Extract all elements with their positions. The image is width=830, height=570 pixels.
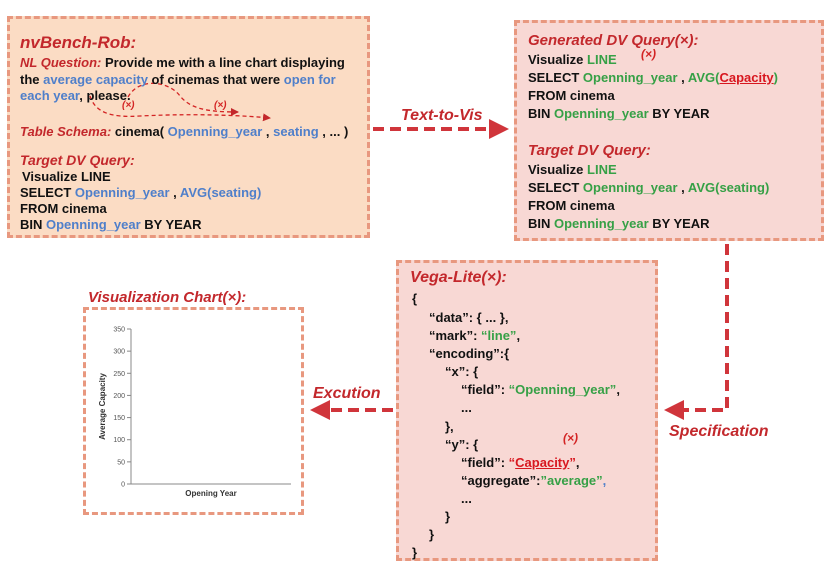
target-line-3: FROM cinema <box>528 198 615 213</box>
chart-title: Visualization Chart(×): <box>88 289 247 306</box>
y-tick-label: 150 <box>113 415 125 422</box>
y-tick-label: 250 <box>113 371 125 378</box>
vega-line-6: “field”: “Openning_year”, <box>461 382 620 397</box>
vega-error-mark: (×) <box>563 431 578 445</box>
y-tick-label: 350 <box>113 327 125 334</box>
gen-line-3: FROM cinema <box>528 88 615 103</box>
target-line-4: BIN Openning_year BY YEAR <box>528 216 710 231</box>
specification-arrow <box>664 244 729 420</box>
left-target-q3: FROM cinema <box>20 201 107 216</box>
gen-line-4: BIN Openning_year BY YEAR <box>528 106 710 121</box>
left-target-q4: BIN Openning_year BY YEAR <box>20 217 202 232</box>
specification-label: Specification <box>669 423 769 440</box>
vega-lite-box <box>396 260 658 561</box>
x-axis-label: Opening Year <box>185 489 236 498</box>
y-tick-label: 0 <box>121 482 125 489</box>
vega-line-9: “y”: { <box>445 437 479 452</box>
right-target-title: Target DV Query: <box>528 142 651 159</box>
vega-line-13: } <box>445 509 451 524</box>
left-target-q1: Visualize LINE <box>22 169 111 184</box>
target-line-1: Visualize LINE <box>528 162 617 177</box>
target-line-2: SELECT Openning_year , AVG(seating) <box>528 180 770 195</box>
vega-line-5: “x”: { <box>445 364 479 379</box>
vega-lite-title: Vega-Lite(×): <box>410 269 507 286</box>
nl-question-line-1: NL Question: Provide me with a line char… <box>20 55 345 70</box>
vega-line-3: “mark”: “line”, <box>429 328 521 343</box>
left-target-q2: SELECT Openning_year , AVG(seating) <box>20 185 262 200</box>
nl-question-line-2: the average capacity of cinemas that wer… <box>20 72 336 87</box>
gen-line-2: SELECT Openning_year , AVG(Capacity) <box>528 70 778 85</box>
excution-label: Excution <box>313 385 381 402</box>
error-mark-1: (×) <box>122 100 135 111</box>
error-mark-2: (×) <box>214 100 227 111</box>
vega-line-2: “data”: { ... }, <box>429 310 509 325</box>
gen-line-1: Visualize LINE <box>528 52 617 67</box>
table-schema-line: Table Schema: cinema( Openning_year , se… <box>20 124 349 139</box>
chart-box <box>83 307 304 515</box>
left-target-title: Target DV Query: <box>20 152 135 168</box>
vega-line-1: { <box>412 291 418 306</box>
nl-question-line-3: each year, please. <box>20 88 131 103</box>
vega-line-10: “field”: “Capacity”, <box>461 455 580 470</box>
y-tick-label: 50 <box>117 459 125 466</box>
generated-query-title: Generated DV Query(×): <box>528 32 699 49</box>
nvbench-rob-title: nvBench-Rob: <box>20 33 137 52</box>
vega-line-8: }, <box>445 419 454 434</box>
vega-line-15: } <box>412 545 418 560</box>
vega-line-4: “encoding”:{ <box>429 346 510 361</box>
vega-line-12: ... <box>461 491 472 506</box>
y-tick-label: 300 <box>113 349 125 356</box>
y-axis-label: Average Capacity <box>98 373 107 440</box>
nvbench-rob-box <box>7 16 370 238</box>
generated-error-mark: (×) <box>641 47 656 61</box>
y-tick-label: 200 <box>113 393 125 400</box>
y-tick-label: 100 <box>113 437 125 444</box>
vega-line-7: ... <box>461 400 472 415</box>
vega-line-11: “aggregate”:”average”, <box>461 473 607 488</box>
vega-line-14: } <box>429 527 435 542</box>
generated-query-box <box>514 20 824 241</box>
text-to-vis-label: Text-to-Vis <box>401 107 483 124</box>
